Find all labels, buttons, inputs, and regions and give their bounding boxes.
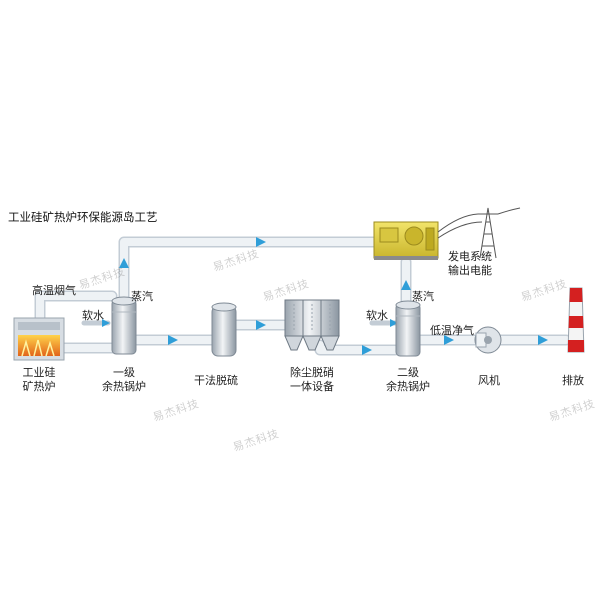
arrow-up-icon [401,280,411,290]
low-temp-clean-gas-label: 低温净气 [430,324,474,337]
boiler-2-label-line2: 余热锅炉 [386,380,430,393]
dry-desulfurization-label: 干法脱硫 [194,374,238,387]
boiler-1-label: 一级 余热锅炉 [92,366,156,394]
power-system-label-line1: 发电系统 [448,250,492,263]
boiler-1-icon [111,296,137,355]
boiler-2-icon [395,300,421,357]
dust-denitration-unit-icon [284,299,340,351]
steam-1-label: 蒸汽 [131,290,153,303]
arrow-right-icon [102,319,110,327]
dust-denitration-label-line1: 除尘脱硝 [290,366,334,379]
arrow-right-icon [256,320,266,330]
discharge-label: 排放 [562,374,584,387]
generator-icon [373,221,439,260]
power-system-label-line2: 输出电能 [448,264,492,277]
steam-2-label: 蒸汽 [412,290,434,303]
boiler-1-label-line2: 余热锅炉 [102,380,146,393]
hot-flue-gas-label: 高温烟气 [32,284,76,297]
soft-water-1-label: 软水 [82,309,104,322]
chimney-icon [567,287,585,353]
fan-icon [474,326,502,354]
dust-denitration-label-line2: 一体设备 [290,380,334,393]
furnace-icon [13,317,65,361]
arrow-up-icon [119,258,129,268]
desulfurization-tower-icon [211,302,237,357]
soft-water-2-label: 软水 [366,309,388,322]
arrow-right-icon [444,335,454,345]
boiler-2-label: 二级 余热锅炉 [376,366,440,394]
arrow-right-icon [538,335,548,345]
boiler-2-label-line1: 二级 [397,366,419,379]
arrow-right-icon [362,345,372,355]
diagram-title: 工业硅矿热炉环保能源岛工艺 [8,210,158,224]
power-system-label: 发电系统 输出电能 [448,250,492,278]
power-tower-icon [437,207,521,259]
arrow-right-icon [168,335,178,345]
furnace-label-line2: 矿热炉 [22,380,56,393]
boiler-1-label-line1: 一级 [113,366,135,379]
fan-label: 风机 [478,374,500,387]
furnace-label-line1: 工业硅 [22,366,56,379]
furnace-label: 工业硅 矿热炉 [12,366,66,394]
arrow-right-icon [390,319,398,327]
flow-arrows [102,237,548,355]
dust-denitration-label: 除尘脱硝 一体设备 [282,366,342,394]
arrow-right-icon [256,237,266,247]
